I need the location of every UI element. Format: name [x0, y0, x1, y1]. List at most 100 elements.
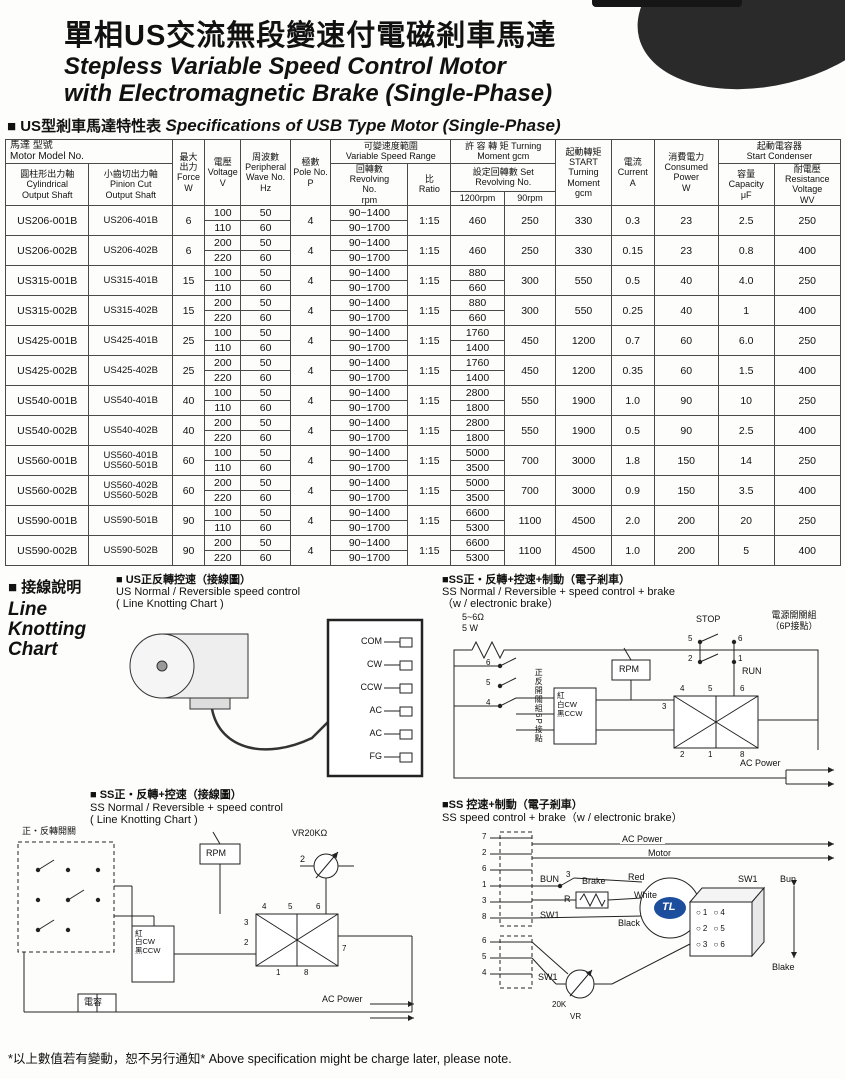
- capacity-uf: 1.5: [717, 355, 775, 387]
- contact-number: 1: [708, 750, 713, 760]
- force-w: 6: [171, 205, 206, 237]
- contact-number: 2: [680, 750, 685, 760]
- terminal-fg: FG: [369, 751, 383, 762]
- force-w: 40: [171, 385, 206, 417]
- sw1-contacts-row: ○1 ○4: [696, 907, 727, 917]
- frequency-hz: 60: [240, 340, 291, 357]
- torque-1200rpm: 1800: [450, 430, 505, 447]
- d3-caption-en-1: SS Normal / Reversible + speed control: [90, 801, 283, 814]
- model-cylindrical: US206-002B: [4, 235, 90, 267]
- ratio: 1:15: [407, 505, 452, 537]
- contact-number: 4: [680, 684, 685, 694]
- model-pinion: US425-401B: [88, 325, 173, 357]
- spec-table: 馬達 型號 Motor Model No. 最大 出力 Force W 電壓 V…: [4, 138, 842, 567]
- vr-pin-label: 2: [300, 853, 306, 864]
- revolving-rpm: 90~1400: [330, 265, 409, 282]
- consumed-power-w: 90: [653, 385, 719, 417]
- sw1-label: SW1: [540, 909, 560, 920]
- hdr-pinion: 小齒切出力軸 Pinion Cut Output Shaft: [88, 162, 173, 207]
- diagram-ss-speed-brake: ■SS 控速+制動（電子剎車） SS speed control + brake…: [442, 799, 842, 1028]
- torque-90rpm: 450: [503, 325, 557, 357]
- ac-power-label: AC Power: [620, 833, 665, 844]
- brake-side-label: Blake: [772, 961, 795, 972]
- frequency-hz: 60: [240, 310, 291, 327]
- start-torque: 3000: [555, 475, 612, 507]
- force-w: 60: [171, 445, 206, 477]
- frequency-hz: 60: [240, 370, 291, 387]
- revolving-rpm: 90~1400: [330, 385, 409, 402]
- contact-number: 5: [708, 684, 713, 694]
- voltage-v: 100: [204, 445, 242, 462]
- pole-no: 4: [289, 505, 332, 537]
- resistance-voltage-wv: 400: [773, 535, 842, 567]
- model-cylindrical: US425-002B: [4, 355, 90, 387]
- current-a: 2.0: [610, 505, 655, 537]
- contact-number: 3: [566, 869, 571, 879]
- revolving-rpm: 90~1400: [330, 445, 409, 462]
- brake-label: Brake: [582, 875, 606, 886]
- pole-no: 4: [289, 325, 332, 357]
- resistance-voltage-wv: 250: [773, 385, 842, 417]
- voltage-v: 100: [204, 385, 242, 402]
- wiring-section: ■ 接線說明 Line Knotting Chart ■ US正反轉控速（接線圖…: [0, 566, 845, 1032]
- consumed-power-w: 200: [653, 535, 719, 567]
- torque-1200rpm: 460: [450, 235, 505, 267]
- run-label: BUN: [540, 873, 560, 884]
- start-torque: 3000: [555, 445, 612, 477]
- model-cylindrical: US540-001B: [4, 385, 90, 417]
- vr-value-label: 20K: [552, 999, 567, 1009]
- current-a: 1.8: [610, 445, 655, 477]
- sw1-label: SW1: [538, 971, 558, 982]
- run-label: RUN: [742, 666, 762, 677]
- voltage-v: 100: [204, 325, 242, 342]
- model-pinion: US560-401B US560-501B: [88, 445, 173, 477]
- torque-1200rpm: 1760: [450, 325, 505, 342]
- power-switch-group-label: 電源開關組 （6P接點）: [770, 610, 818, 631]
- capacity-uf: 6.0: [717, 325, 775, 357]
- model-pinion: US315-402B: [88, 295, 173, 327]
- wiring-heading-en-2: Knotting: [8, 619, 87, 641]
- wiring-heading-en-1: Line: [8, 599, 48, 621]
- hdr-start-torque: 起動轉矩 START Turning Moment gcm: [555, 138, 612, 207]
- current-a: 0.3: [610, 205, 655, 237]
- hdr-voltage: 電壓 Voltage V: [204, 138, 242, 207]
- pole-no: 4: [289, 445, 332, 477]
- model-pinion: US590-502B: [88, 535, 173, 567]
- ratio: 1:15: [407, 415, 452, 447]
- current-a: 1.0: [610, 385, 655, 417]
- voltage-v: 200: [204, 295, 242, 312]
- page-title-zh: 單相US交流無段變速付電磁剎車馬達: [64, 20, 557, 52]
- terminal-number: 3: [482, 895, 487, 905]
- torque-1200rpm: 5000: [450, 445, 505, 462]
- revolving-rpm: 90~1400: [330, 535, 409, 552]
- resistance-voltage-wv: 250: [773, 325, 842, 357]
- torque-90rpm: 1100: [503, 505, 557, 537]
- voltage-v: 110: [204, 280, 242, 297]
- resistance-voltage-wv: 400: [773, 235, 842, 267]
- terminal-number: 8: [482, 911, 487, 921]
- revolving-rpm: 90~1700: [330, 490, 409, 507]
- frequency-hz: 60: [240, 250, 291, 267]
- torque-90rpm: 250: [503, 205, 557, 237]
- ratio: 1:15: [407, 355, 452, 387]
- start-torque: 330: [555, 235, 612, 267]
- pole-no: 4: [289, 475, 332, 507]
- frequency-hz: 50: [240, 445, 291, 462]
- ss-fr-speed-drawing: [17, 831, 414, 1021]
- start-torque: 1900: [555, 385, 612, 417]
- torque-1200rpm: 5300: [450, 520, 505, 537]
- ratio: 1:15: [407, 295, 452, 327]
- resistance-voltage-wv: 400: [773, 355, 842, 387]
- voltage-v: 110: [204, 220, 242, 237]
- red-wire-label: Red: [628, 871, 645, 882]
- hdr-set-revolving: 設定回轉數 Set Revolving No.: [450, 162, 557, 192]
- hdr-power: 消費電力 Consumed Power W: [653, 138, 719, 207]
- resistance-voltage-wv: 400: [773, 415, 842, 447]
- ss-speed-brake-drawing: [490, 831, 834, 999]
